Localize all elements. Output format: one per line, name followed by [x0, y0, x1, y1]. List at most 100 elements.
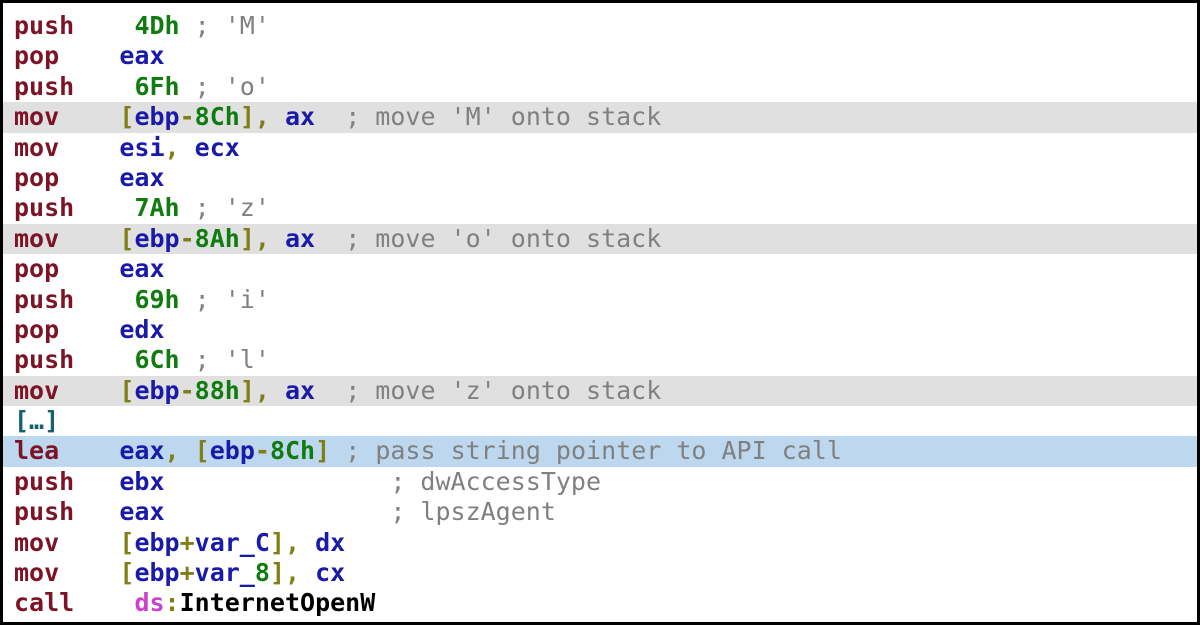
mnemonic: mov: [14, 527, 60, 557]
spacing: [59, 163, 119, 192]
spacing: [180, 436, 195, 465]
spacing: [270, 102, 285, 131]
number-literal: 8Ch: [269, 436, 316, 466]
code-line[interactable]: push ebx ; dwAccessType: [3, 467, 1197, 497]
spacing: [315, 224, 345, 253]
mnemonic: call: [14, 588, 75, 618]
spacing: [300, 558, 315, 587]
code-line[interactable]: push 6Fh ; 'o': [3, 72, 1197, 102]
mnemonic: mov: [14, 375, 60, 405]
mnemonic: push: [14, 11, 75, 40]
code-line-highlighted-gray[interactable]: mov [ebp-8Ah], ax ; move 'o' onto stack: [3, 223, 1197, 255]
code-line[interactable]: pop edx: [3, 315, 1197, 345]
code-line[interactable]: mov [ebp+var_C], dx: [3, 528, 1197, 558]
punctuation: ,: [164, 132, 180, 162]
comment: ; move 'M' onto stack: [345, 102, 662, 132]
spacing: [59, 224, 119, 253]
punctuation: ],: [269, 527, 301, 557]
code-line[interactable]: mov esi, ecx: [3, 133, 1197, 163]
punctuation: ],: [269, 558, 301, 588]
code-line[interactable]: […]: [3, 406, 1197, 436]
code-line[interactable]: pop eax: [3, 41, 1197, 71]
segment-prefix: ds: [134, 588, 165, 618]
register: ebp: [134, 102, 180, 132]
register: dx: [315, 527, 346, 557]
register: eax: [119, 436, 165, 466]
register: ax: [284, 375, 316, 405]
code-line[interactable]: push eax ; lpszAgent: [3, 497, 1197, 527]
register: ebp: [134, 558, 180, 588]
spacing: [165, 467, 391, 496]
number-literal: 8Ah: [194, 223, 240, 253]
code-line[interactable]: pop eax: [3, 254, 1197, 284]
number-literal: 88h: [194, 375, 240, 405]
punctuation: ],: [239, 375, 270, 405]
punctuation: ]: [315, 436, 331, 466]
code-line[interactable]: pop eax: [3, 163, 1197, 193]
punctuation: ,: [164, 436, 180, 466]
mnemonic: pop: [14, 162, 60, 192]
spacing: [74, 345, 134, 374]
spacing: [74, 497, 119, 526]
punctuation: -: [179, 223, 195, 253]
spacing: [330, 436, 345, 465]
code-line[interactable]: push 6Ch ; 'l': [3, 345, 1197, 375]
punctuation: +: [179, 527, 195, 557]
mnemonic: push: [14, 345, 75, 375]
register: ebp: [134, 527, 180, 557]
register: ebp: [134, 375, 180, 405]
code-line-highlighted-blue[interactable]: lea eax, [ebp-8Ch] ; pass string pointer…: [3, 436, 1197, 467]
code-line-highlighted-gray[interactable]: mov [ebp-88h], ax ; move 'z' onto stack: [3, 375, 1197, 407]
spacing: [165, 497, 391, 526]
spacing: [59, 133, 119, 162]
mnemonic: lea: [14, 436, 60, 466]
punctuation: [: [194, 436, 210, 466]
spacing: [59, 376, 119, 405]
spacing: [180, 285, 195, 314]
comment: ; dwAccessType: [390, 466, 602, 496]
spacing: [74, 193, 134, 222]
mnemonic: pop: [14, 314, 60, 344]
spacing: [180, 133, 195, 162]
register: esi: [119, 132, 165, 162]
register: ebp: [209, 436, 255, 466]
punctuation: [: [119, 558, 135, 588]
code-line[interactable]: push 69h ; 'i': [3, 285, 1197, 315]
comment: ; 'z': [194, 193, 270, 223]
number-literal: 69h: [134, 284, 180, 314]
number-literal: 8Ch: [194, 102, 240, 132]
comment: ; 'o': [194, 71, 270, 101]
punctuation: ],: [239, 102, 270, 132]
mnemonic: mov: [14, 558, 60, 588]
spacing: [59, 436, 119, 465]
mnemonic: push: [14, 284, 75, 314]
code-line[interactable]: mov [ebp+var_8], cx: [3, 558, 1197, 588]
spacing: [59, 528, 119, 557]
register: var_C: [194, 527, 270, 557]
code-line[interactable]: push 4Dh ; 'M': [3, 11, 1197, 41]
code-line[interactable]: push 7Ah ; 'z': [3, 193, 1197, 223]
code-line-highlighted-gray[interactable]: mov [ebp-8Ch], ax ; move 'M' onto stack: [3, 102, 1197, 133]
spacing: [315, 102, 345, 131]
register: ecx: [194, 132, 240, 162]
spacing: [180, 345, 195, 374]
mnemonic: push: [14, 71, 75, 101]
punctuation: [: [119, 375, 135, 405]
spacing: [315, 376, 345, 405]
number-literal: 6Ch: [134, 345, 180, 375]
punctuation: ],: [239, 223, 270, 253]
code-line[interactable]: call ds:InternetOpenW: [3, 588, 1197, 618]
punctuation: :: [164, 588, 180, 618]
mnemonic: mov: [14, 102, 60, 132]
register: eax: [119, 162, 165, 192]
spacing: [270, 376, 285, 405]
punctuation: [: [119, 102, 135, 132]
spacing: [180, 72, 195, 101]
spacing: [59, 558, 119, 587]
spacing: [180, 193, 195, 222]
spacing: [300, 528, 315, 557]
register: eax: [119, 497, 165, 527]
spacing: [74, 285, 134, 314]
